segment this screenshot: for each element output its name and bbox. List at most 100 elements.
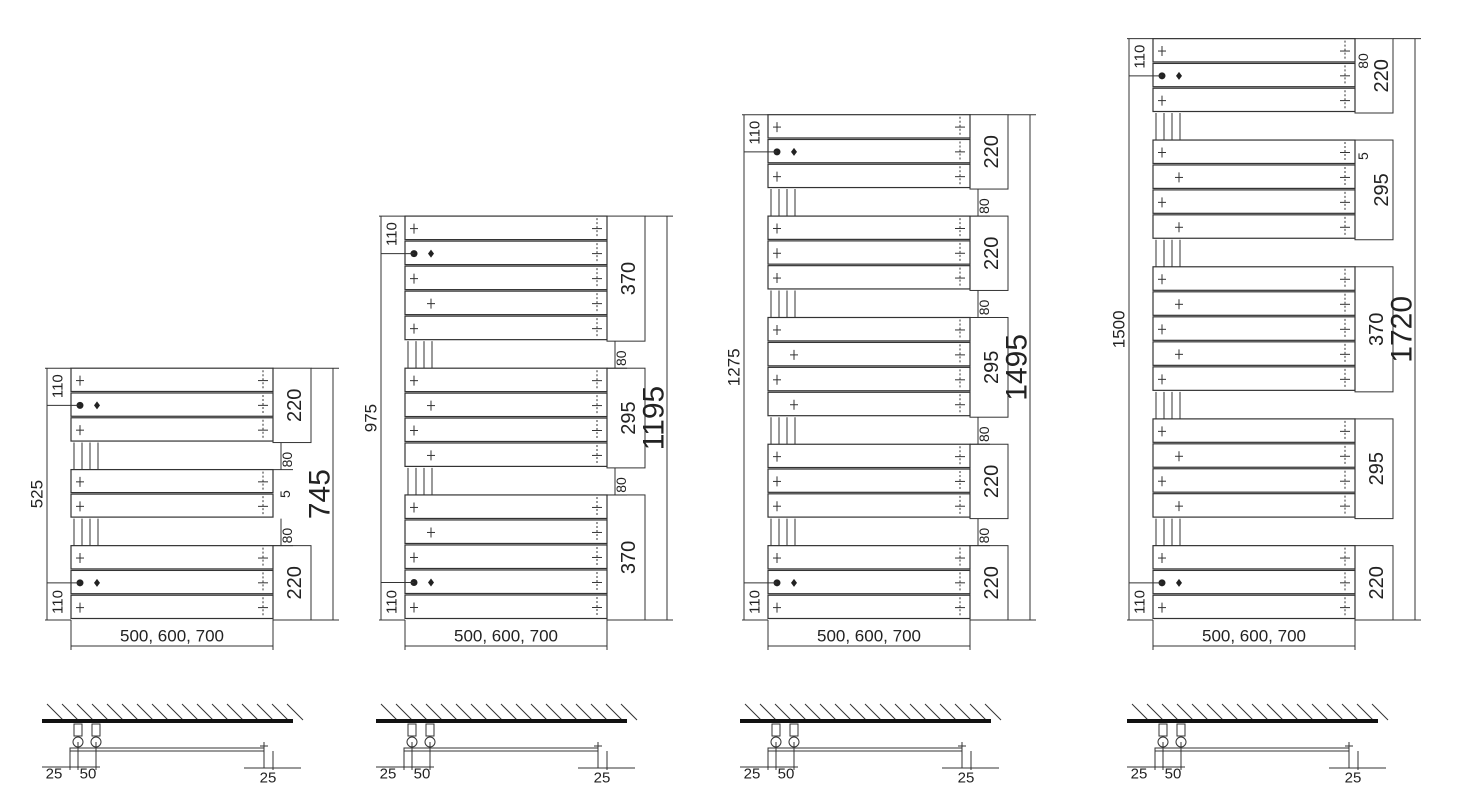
wall-hatch-line — [984, 703, 1002, 721]
wall-hatch-line — [894, 703, 912, 721]
pipe-center-distance-label: 1275 — [725, 348, 744, 386]
wall-hatch-line — [545, 703, 563, 721]
wall-hatch-line — [954, 703, 972, 721]
left-offset-label: 25 — [46, 766, 63, 783]
radiator-panel — [404, 544, 608, 570]
group-height-label: 220 — [981, 566, 1003, 599]
valve-body-icon — [91, 723, 101, 737]
radiator-panel — [404, 240, 608, 266]
wall-hatch-line — [395, 703, 413, 721]
wall-hatch-line — [91, 703, 109, 721]
wall — [42, 719, 293, 723]
radiator-panel — [70, 417, 274, 442]
wall-hatch-line — [590, 703, 608, 721]
left-offset-label: 25 — [744, 766, 761, 783]
group-dimension-box — [1354, 418, 1394, 520]
radiator-panel — [1152, 443, 1356, 468]
group-height-label: 370 — [618, 262, 640, 295]
total-height-label: 745 — [304, 469, 337, 519]
outlet-pipe-icon — [791, 578, 797, 587]
radiator-panel — [404, 594, 608, 620]
radiator-3: 2208022080295802208022014951101101275500… — [725, 114, 1036, 650]
wall-hatch-line — [1221, 703, 1239, 721]
group-dimension-box — [272, 367, 312, 444]
group-height-label: 295 — [1366, 452, 1388, 485]
wall-hatch-line — [1131, 703, 1149, 721]
wall-hatch-line — [924, 703, 942, 721]
radiator-panel — [767, 215, 971, 240]
radiator-panel — [404, 367, 608, 393]
total-height-label: 1720 — [1386, 296, 1419, 363]
wall-hatch-line — [1251, 703, 1269, 721]
radiator-panel — [70, 468, 274, 494]
group-height-label: 220 — [1371, 59, 1393, 92]
group-dimension-box — [1354, 38, 1394, 114]
radiator-side-profile — [767, 747, 963, 752]
pipe-offset-top-label: 110 — [1132, 45, 1149, 69]
outlet-pipe-icon — [1176, 71, 1182, 80]
wall-hatch-line — [226, 703, 244, 721]
gap-height-label: 80 — [279, 528, 295, 544]
pipe-offset-top-label: 110 — [384, 222, 401, 246]
radiator-panel — [1152, 569, 1356, 595]
radiator-panel — [70, 367, 274, 393]
outlet-pipe-icon — [791, 147, 797, 156]
radiator-panel — [767, 265, 971, 290]
radiator-panel — [767, 545, 971, 570]
pipe-spacing-label: 50 — [80, 766, 97, 783]
radiator-panel — [404, 417, 608, 443]
radiator-panel — [767, 316, 971, 342]
small-dimension-label: 80 — [1355, 53, 1371, 69]
radiator-panel — [70, 569, 274, 595]
valve-body-icon — [789, 723, 799, 737]
wall-hatch-line — [121, 703, 139, 721]
radiator-panel — [1152, 38, 1356, 63]
valve-body-icon — [1158, 723, 1168, 737]
valve-body-icon — [1176, 723, 1186, 737]
wall-hatch-line — [425, 703, 443, 721]
small-dimension-label: 5 — [277, 490, 293, 498]
wall-hatch-line — [909, 703, 927, 721]
pipe-offset-bottom-label: 110 — [1132, 590, 1149, 614]
group-height-label: 370 — [618, 541, 640, 574]
wall-hatch-line — [969, 703, 987, 721]
pipe-spacing-label: 50 — [414, 766, 431, 783]
group-dimension-box — [1354, 139, 1394, 241]
radiator-panel — [767, 493, 971, 518]
outlet-pipe-icon — [94, 578, 100, 587]
radiator-panel — [1152, 366, 1356, 391]
wall-hatch-line — [76, 703, 94, 721]
wall-hatch-line — [1356, 703, 1374, 721]
wall-hatch-line — [620, 703, 638, 721]
radiator-panel — [767, 240, 971, 265]
wall-hatch-line — [166, 703, 184, 721]
gap-height-label: 80 — [279, 452, 295, 468]
radiator-panel — [1152, 594, 1356, 620]
pipe-offset-bottom-label: 110 — [50, 590, 67, 614]
wall-hatch-line — [286, 703, 304, 721]
wall-hatch-line — [560, 703, 578, 721]
total-height-label: 1195 — [638, 386, 671, 451]
width-label: 500, 600, 700 — [1202, 627, 1306, 646]
group-dimension-box — [1354, 266, 1394, 393]
radiator-panel — [404, 519, 608, 545]
radiator-panel — [404, 315, 608, 341]
wall-hatch-line — [879, 703, 897, 721]
right-offset-label: 25 — [260, 770, 277, 787]
wall-hatch-line — [455, 703, 473, 721]
wall-hatch-line — [1326, 703, 1344, 721]
width-label: 500, 600, 700 — [120, 627, 224, 646]
outlet-pipe-icon — [94, 401, 100, 410]
pipe-offset-top-label: 110 — [747, 121, 764, 145]
group-dimension-box — [969, 545, 1009, 621]
wall-hatch-line — [485, 703, 503, 721]
group-height-label: 220 — [981, 465, 1003, 498]
gap-height-label: 80 — [613, 350, 629, 366]
wall-hatch-line — [1296, 703, 1314, 721]
group-height-label: 220 — [284, 389, 306, 422]
wall-hatch-line — [410, 703, 428, 721]
